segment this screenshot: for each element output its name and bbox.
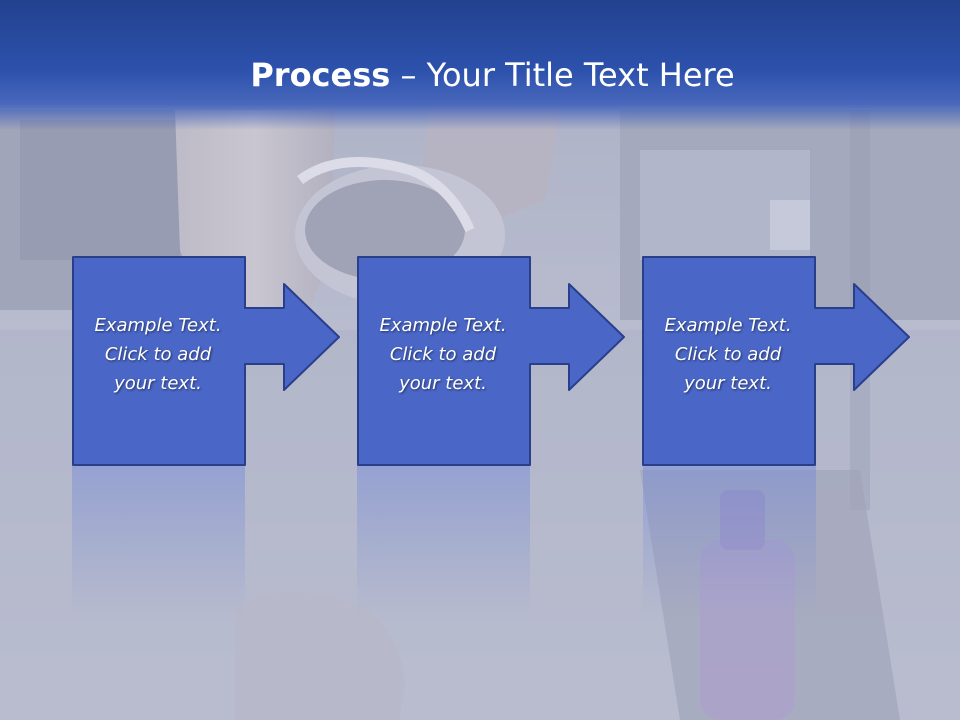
step-arrow-shape — [357, 256, 625, 466]
step-text-line-3: your text. — [114, 373, 202, 394]
step-text-line-2: Click to add — [104, 344, 212, 365]
step-text: Example Text. Click to add your text. — [642, 311, 814, 398]
step-text-line-1: Example Text. — [379, 315, 507, 336]
title-rest-text: Your Title Text Here — [426, 56, 735, 94]
step-text-line-1: Example Text. — [664, 315, 792, 336]
step-arrow-shape — [72, 256, 340, 466]
step-text: Example Text. Click to add your text. — [72, 311, 244, 398]
step-text-line-2: Click to add — [674, 344, 782, 365]
step-text-line-3: your text. — [684, 373, 772, 394]
step-text-line-1: Example Text. — [94, 315, 222, 336]
step-text-line-3: your text. — [399, 373, 487, 394]
slide-title[interactable]: Process – Your Title Text Here — [0, 52, 960, 98]
process-step-3[interactable]: Example Text. Click to add your text. — [642, 256, 910, 466]
process-step-1[interactable]: Example Text. Click to add your text. — [72, 256, 340, 466]
title-dash: – — [390, 56, 427, 94]
step-text: Example Text. Click to add your text. — [357, 311, 529, 398]
step-arrow-shape — [642, 256, 910, 466]
process-step-2[interactable]: Example Text. Click to add your text. — [357, 256, 625, 466]
title-band — [0, 0, 960, 130]
title-bold-text: Process — [250, 56, 391, 94]
step-text-line-2: Click to add — [389, 344, 497, 365]
